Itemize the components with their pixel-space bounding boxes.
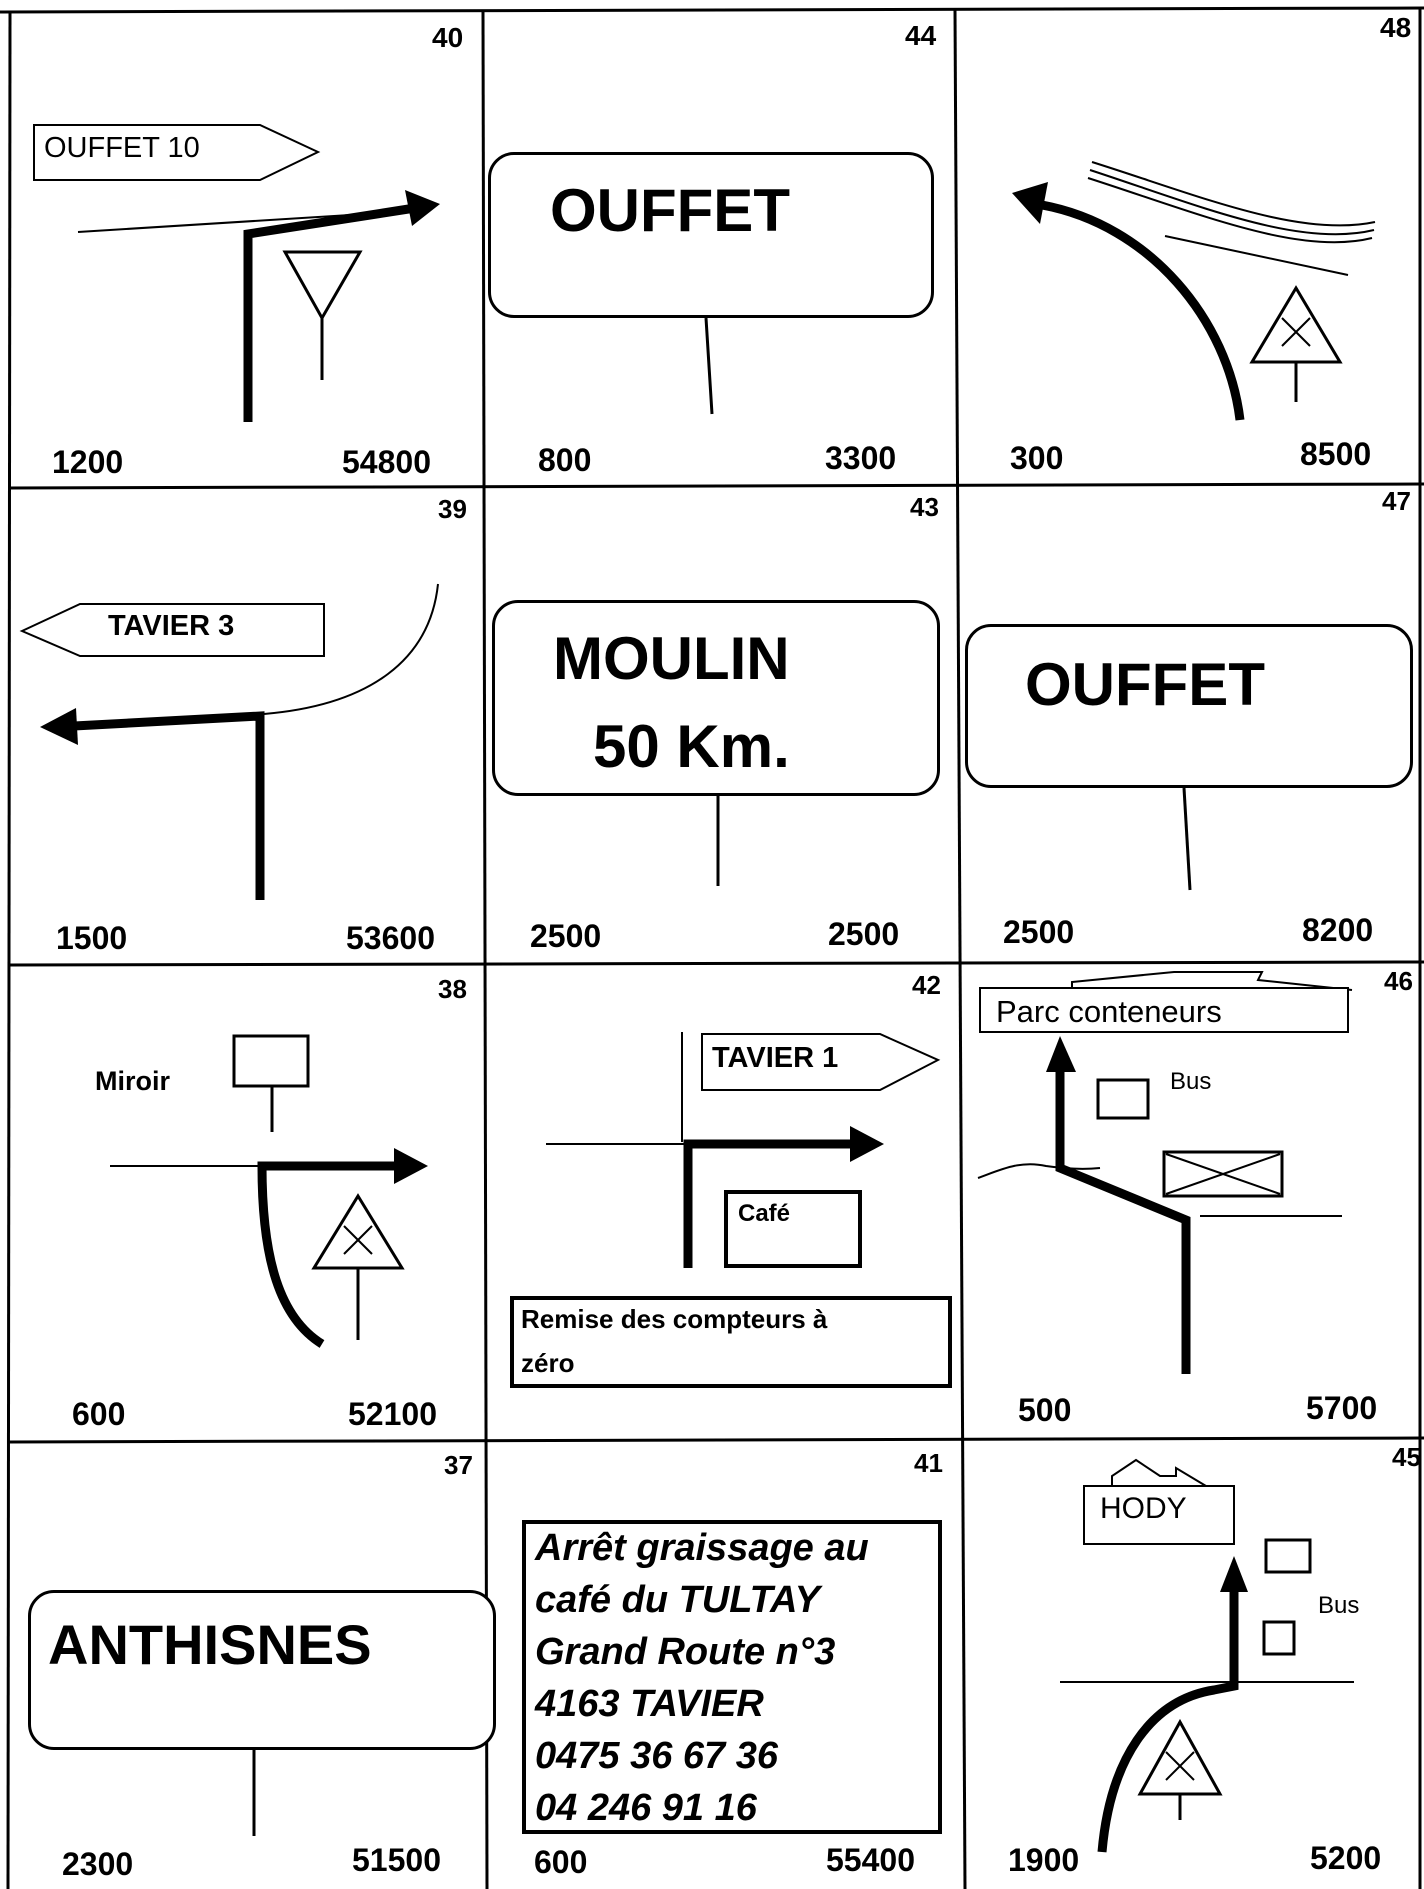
partial-distance: 800 [538,442,592,478]
direction-box [1083,1485,1235,1545]
direction-sign-label: TAVIER 3 [108,610,235,642]
sign-line-2: 50 Km. [593,713,790,780]
bus-stop-icon [1264,1538,1312,1574]
total-distance: 54800 [342,444,431,480]
route-arrow [1055,1068,1191,1374]
town-sign [28,1590,496,1750]
cafe-building [724,1190,862,1268]
total-distance: 52100 [348,1396,437,1432]
cell-number: 43 [910,492,939,522]
cell-number: 40 [432,22,464,53]
town-sign [488,152,934,318]
stop-line-1: Arrêt graissage au [535,1527,869,1569]
total-distance: 53600 [346,920,435,956]
partial-distance: 600 [534,1844,588,1880]
cell-number: 42 [912,970,941,1000]
yield-sign-icon [282,250,363,322]
bus-label: Bus [1170,1068,1212,1095]
town-sign-label: OUFFET [1025,651,1265,718]
stop-line-4: 4163 TAVIER [535,1683,764,1725]
direction-sign-label: TAVIER 1 [712,1042,839,1074]
total-distance: 3300 [825,440,897,476]
sign-line-1: MOULIN [553,625,790,692]
total-distance: 51500 [352,1842,441,1878]
stop-line-6: 04 246 91 16 [535,1787,757,1829]
partial-distance: 2300 [62,1846,134,1882]
cell-number: 45 [1392,1442,1421,1472]
total-distance: 2500 [828,916,900,952]
note-line-2: zéro [521,1348,575,1378]
direction-box-label: HODY [1100,1492,1187,1525]
partial-distance: 1900 [1008,1842,1080,1878]
cell-number: 41 [914,1448,943,1478]
total-distance: 8500 [1300,436,1372,472]
greasing-stop-text: Arrêt graissage au café du TULTAY Grand … [535,1522,869,1834]
stop-line-3: Grand Route n°3 [535,1631,836,1673]
bus-label: Bus [1318,1592,1360,1619]
partial-distance: 300 [1010,440,1064,476]
cell-number: 47 [1382,486,1411,516]
route-arrow [1097,1588,1239,1853]
bus-stop-icon-2 [1262,1620,1296,1656]
town-sign-label: ANTHISNES [48,1613,372,1676]
town-sign [492,600,940,796]
total-distance: 5200 [1310,1840,1382,1876]
mirror-label: Miroir [95,1066,171,1096]
cell-number: 38 [438,974,467,1004]
route-arrow [683,1139,852,1268]
cell-number: 44 [905,20,937,51]
cell-number: 37 [444,1450,473,1480]
partial-distance: 1500 [56,920,128,956]
town-sign-label: OUFFET [550,177,790,244]
total-distance: 8200 [1302,912,1374,948]
route-arrow [1041,200,1245,421]
direction-sign-shape [33,124,321,181]
route-arrow [243,203,416,422]
partial-distance: 600 [72,1396,126,1432]
mirror-icon [232,1034,310,1088]
greasing-stop-box [522,1520,942,1834]
route-arrow [73,711,265,900]
partial-distance: 500 [1018,1392,1072,1428]
direction-sign-shape [701,1033,941,1091]
town-sign [965,624,1413,788]
direction-sign-label: OUFFET 10 [44,132,200,164]
cell-number: 39 [438,494,467,524]
cafe-label: Café [738,1200,791,1227]
partial-distance: 2500 [1003,914,1075,950]
danger-sign-icon [1137,1718,1223,1796]
total-distance: 55400 [826,1842,915,1878]
partial-distance: 1200 [52,444,124,480]
cell-number: 46 [1384,966,1413,996]
bus-stop-icon [1096,1078,1150,1120]
total-distance: 5700 [1306,1390,1378,1426]
stop-line-5: 0475 36 67 36 [535,1735,779,1777]
route-arrow [257,1161,398,1348]
partial-distance: 2500 [530,918,602,954]
stop-line-2: café du TULTAY [535,1579,820,1621]
note-line-1: Remise des compteurs à [521,1304,828,1334]
direction-box-label: Parc conteneurs [996,994,1222,1029]
reset-note-box [510,1296,952,1388]
direction-sign-shape [19,603,325,657]
cell-number: 48 [1380,12,1412,43]
direction-box [979,987,1349,1033]
